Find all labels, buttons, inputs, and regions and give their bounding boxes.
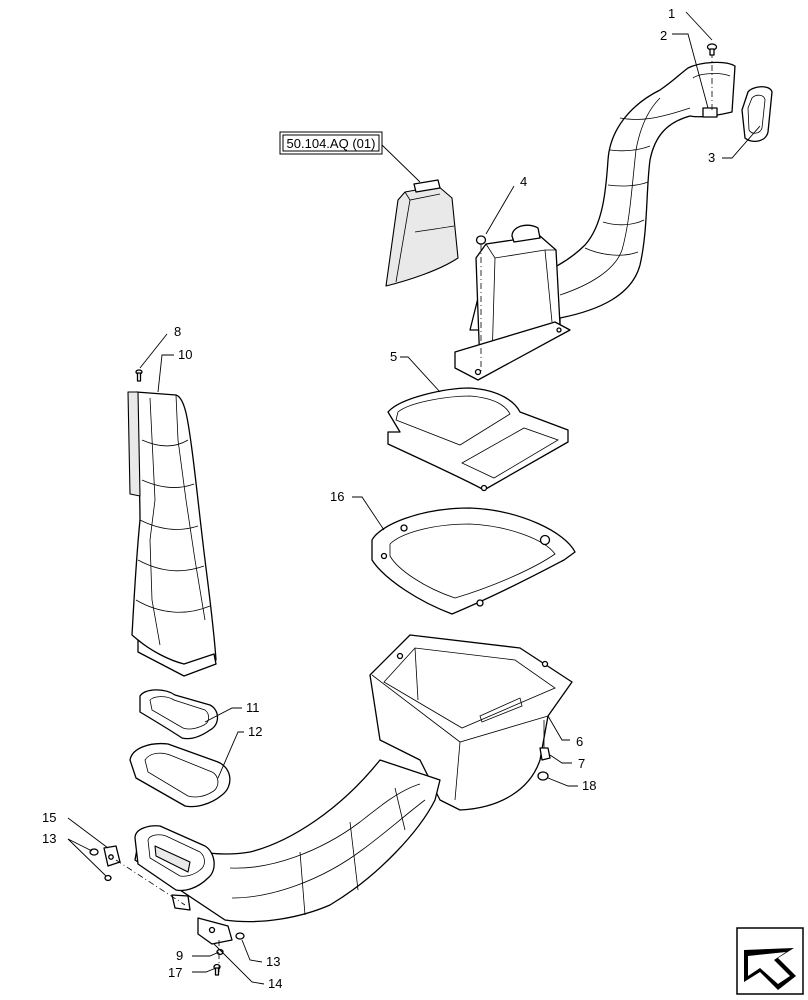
- callout-9: 9: [176, 948, 183, 963]
- callout-17: 17: [168, 965, 182, 980]
- gasket-11: [139, 689, 219, 740]
- bracket-15: [103, 845, 121, 867]
- reference-part: [385, 179, 459, 287]
- callout-4: 4: [520, 174, 527, 189]
- callout-10: 10: [178, 347, 192, 362]
- callout-12: 12: [248, 724, 262, 739]
- callout-8: 8: [174, 324, 181, 339]
- seal-3: [741, 86, 773, 143]
- callout-3: 3: [708, 150, 715, 165]
- callout-5: 5: [390, 349, 397, 364]
- callout-13-right: 13: [266, 954, 280, 969]
- callout-16: 16: [330, 489, 344, 504]
- gasket-16: [371, 507, 576, 615]
- screw-13-right: [235, 932, 245, 940]
- callout-6: 6: [576, 734, 583, 749]
- callout-14: 14: [268, 976, 282, 991]
- callout-13-left: 13: [42, 831, 56, 846]
- callout-1: 1: [668, 6, 675, 21]
- reference-callout[interactable]: 50.104.AQ (01): [279, 131, 383, 155]
- gasket-12: [129, 742, 231, 808]
- callout-15: 15: [42, 810, 56, 825]
- gasket-5: [387, 387, 569, 492]
- upper-duct: [454, 61, 736, 381]
- screw-8: [135, 369, 143, 382]
- nut-18: [537, 771, 549, 781]
- centerline-15: [115, 859, 186, 906]
- housing-6: [134, 634, 573, 945]
- arrow-icon[interactable]: [736, 927, 804, 995]
- clip-7: [539, 720, 551, 761]
- callout-18: 18: [582, 778, 596, 793]
- callout-11: 11: [246, 700, 260, 715]
- callout-7: 7: [578, 756, 585, 771]
- vertical-duct-10: [127, 391, 217, 677]
- reference-label: 50.104.AQ (01): [287, 136, 376, 151]
- screw-1: [706, 43, 718, 56]
- callouts: 1 2 3 4 5 6 7 8 9 10 11 12 13 13 14 15 1…: [42, 6, 715, 991]
- callout-2: 2: [660, 28, 667, 43]
- leader-lines: [67, 11, 761, 985]
- nut-4: [475, 235, 487, 245]
